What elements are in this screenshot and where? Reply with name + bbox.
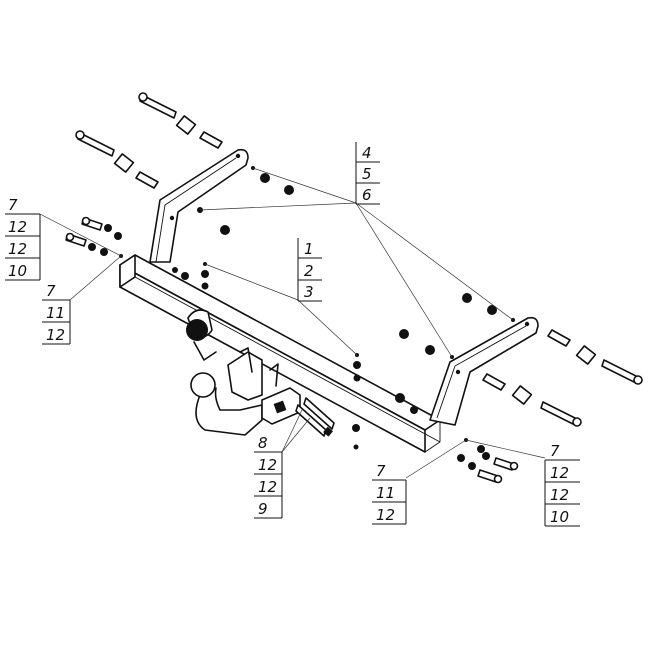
right-bolts xyxy=(482,329,643,427)
callout-label: 10 xyxy=(8,262,27,280)
callout-label: 4 xyxy=(362,144,372,162)
callout-label: 9 xyxy=(258,500,268,518)
callout-center-bottom: 8 12 12 9 xyxy=(254,434,283,519)
callout-label: 7 xyxy=(8,196,18,214)
callout-left-lower: 7 11 12 xyxy=(42,282,71,345)
cross-beam xyxy=(119,254,441,453)
callout-label: 7 xyxy=(376,462,386,480)
callout-label: 12 xyxy=(258,478,277,496)
callout-label: 1 xyxy=(304,240,314,258)
center-bolts xyxy=(295,397,360,450)
callout-label: 12 xyxy=(550,464,569,482)
callout-right-upper: 7 12 12 10 xyxy=(544,442,580,527)
callout-label: 12 xyxy=(550,486,569,504)
callout-label: 12 xyxy=(8,240,27,258)
right-bracket-nuts xyxy=(172,267,515,414)
callout-label: 3 xyxy=(304,283,314,301)
callout-right-lower: 7 11 12 xyxy=(372,462,407,525)
callout-1-2-3: 1 2 3 xyxy=(297,238,322,302)
callout-label: 12 xyxy=(46,326,65,344)
callout-4-5-6: 4 5 6 xyxy=(355,142,380,205)
right-bracket xyxy=(429,316,539,426)
callout-label: 12 xyxy=(258,456,277,474)
tow-ball-assembly xyxy=(186,309,301,436)
callout-left-upper: 7 12 12 10 xyxy=(5,196,41,281)
callout-label: 6 xyxy=(362,186,372,204)
callout-label: 11 xyxy=(376,484,395,502)
callout-label: 7 xyxy=(46,282,56,300)
right-small-bolts xyxy=(457,438,519,484)
left-small-bolts xyxy=(65,216,123,258)
callout-label: 7 xyxy=(550,442,560,460)
top-left-bolts xyxy=(75,92,223,189)
callout-label: 5 xyxy=(362,165,372,183)
callout-label: 11 xyxy=(46,304,65,322)
left-bracket-nuts xyxy=(197,166,294,235)
callout-label: 12 xyxy=(376,506,395,524)
callout-label: 8 xyxy=(258,434,268,452)
callout-label: 10 xyxy=(550,508,569,526)
callout-label: 12 xyxy=(8,218,27,236)
callout-label: 2 xyxy=(304,262,314,280)
left-bracket xyxy=(149,148,249,263)
leader-lines xyxy=(39,167,546,479)
